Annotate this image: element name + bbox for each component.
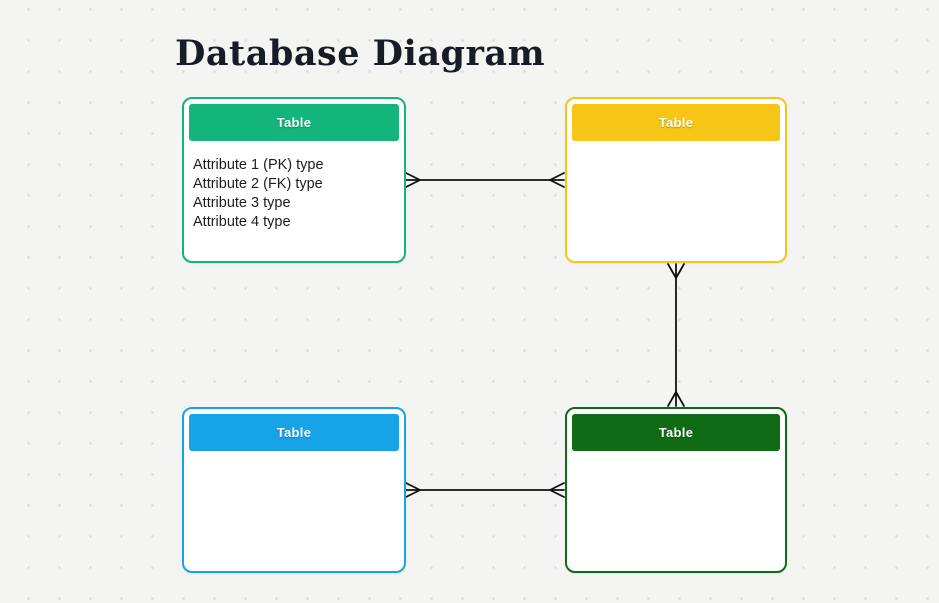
attribute-row: Attribute 2 (FK) type: [193, 176, 323, 192]
table-top-left[interactable]: Table Attribute 1 (PK) type Attribute 2 …: [182, 97, 406, 263]
table-title: Table: [276, 425, 312, 440]
table-header: Table: [572, 414, 780, 451]
table-bottom-left[interactable]: Table: [182, 407, 406, 573]
table-header: Table: [189, 414, 399, 451]
table-body: [184, 451, 404, 466]
connector-bottom-left-to-bottom-right[interactable]: [405, 482, 565, 498]
diagram-title: Database Diagram: [175, 33, 546, 74]
attribute-row: Attribute 1 (PK) type: [193, 157, 324, 173]
table-title: Table: [276, 115, 312, 130]
attribute-row: Attribute 3 type: [193, 195, 291, 211]
table-title: Table: [658, 115, 694, 130]
table-bottom-right[interactable]: Table: [565, 407, 787, 573]
connector-top-right-to-bottom-right[interactable]: [667, 263, 685, 407]
table-body: [567, 451, 785, 466]
connector-top-left-to-top-right[interactable]: [405, 172, 565, 188]
table-body: Attribute 1 (PK) type Attribute 2 (FK) t…: [184, 141, 404, 232]
table-header: Table: [572, 104, 780, 141]
attribute-row: Attribute 4 type: [193, 214, 291, 230]
table-title: Table: [658, 425, 694, 440]
table-body: [567, 141, 785, 156]
table-header: Table: [189, 104, 399, 141]
table-top-right[interactable]: Table: [565, 97, 787, 263]
